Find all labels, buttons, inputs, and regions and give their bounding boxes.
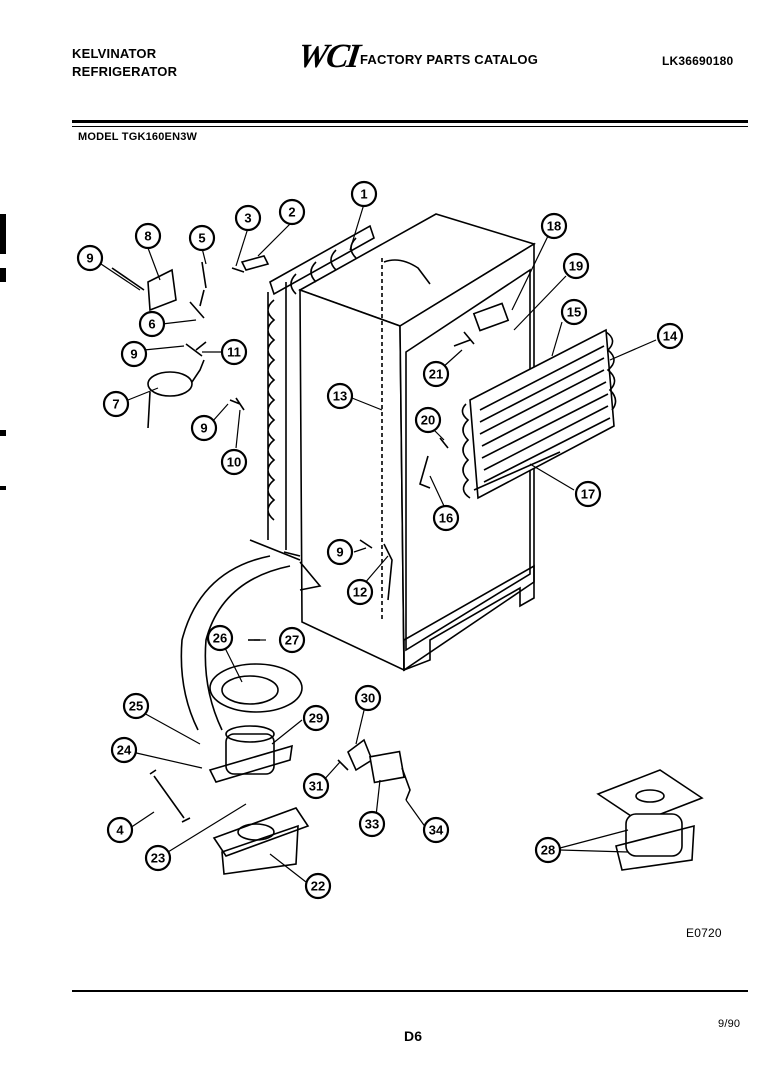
svg-text:13: 13 <box>333 389 347 404</box>
brand-line-1: KELVINATOR <box>72 46 157 61</box>
svg-text:24: 24 <box>117 743 132 758</box>
callout-15: 15 <box>560 298 588 326</box>
callout-21: 21 <box>422 360 450 388</box>
page-number: D6 <box>404 1028 423 1044</box>
callout-23: 23 <box>144 844 172 872</box>
callout-13: 13 <box>326 382 354 410</box>
svg-text:30: 30 <box>361 691 375 706</box>
callout-2: 2 <box>278 198 306 226</box>
svg-text:4: 4 <box>116 823 124 838</box>
footer-rule <box>72 990 748 992</box>
callout-7: 7 <box>102 390 130 418</box>
callout-9: 9 <box>120 340 148 368</box>
leader-lines <box>97 203 657 883</box>
svg-text:9: 9 <box>86 251 93 266</box>
svg-text:23: 23 <box>151 851 165 866</box>
svg-text:28: 28 <box>541 843 555 858</box>
callout-11: 11 <box>220 338 248 366</box>
callout-17: 17 <box>574 480 602 508</box>
callout-10: 10 <box>220 448 248 476</box>
svg-text:29: 29 <box>309 711 323 726</box>
callout-8: 8 <box>134 222 162 250</box>
callout-22: 22 <box>304 872 332 900</box>
brand-line-2: REFRIGERATOR <box>72 64 178 79</box>
svg-text:8: 8 <box>144 229 151 244</box>
callout-28: 28 <box>534 836 562 864</box>
svg-text:21: 21 <box>429 367 443 382</box>
condenser-coil-drawing <box>249 224 375 561</box>
callout-5: 5 <box>188 224 216 252</box>
callout-19: 19 <box>562 252 590 280</box>
svg-text:16: 16 <box>439 511 453 526</box>
compressor-assembly-drawing <box>596 769 704 871</box>
callout-4: 4 <box>106 816 134 844</box>
svg-text:19: 19 <box>569 259 583 274</box>
svg-text:12: 12 <box>353 585 367 600</box>
svg-text:25: 25 <box>129 699 143 714</box>
figure-code: E0720 <box>686 926 722 940</box>
header-rule-bottom <box>72 126 748 127</box>
svg-text:11: 11 <box>227 345 241 360</box>
callout-3: 3 <box>234 204 262 232</box>
svg-text:18: 18 <box>547 219 561 234</box>
catalog-number: LK36690180 <box>662 54 734 68</box>
svg-text:33: 33 <box>365 817 379 832</box>
callout-24: 24 <box>110 736 138 764</box>
svg-text:5: 5 <box>198 231 205 246</box>
svg-text:9: 9 <box>130 347 137 362</box>
callout-27: 27 <box>278 626 306 654</box>
callout-33: 33 <box>358 810 386 838</box>
svg-text:10: 10 <box>227 455 241 470</box>
margin-mark <box>0 268 6 282</box>
svg-text:17: 17 <box>581 487 595 502</box>
callout-12: 12 <box>346 578 374 606</box>
svg-text:15: 15 <box>567 305 581 320</box>
callout-9: 9 <box>326 538 354 566</box>
callout-34: 34 <box>422 816 450 844</box>
model-label: MODEL TGK160EN3W <box>78 131 198 143</box>
evaporator-drawing <box>461 328 617 500</box>
catalog-date: 9/90 <box>718 1018 741 1030</box>
callout-18: 18 <box>540 212 568 240</box>
callout-1: 1 <box>350 180 378 208</box>
svg-text:1: 1 <box>360 187 367 202</box>
callout-31: 31 <box>302 772 330 800</box>
callout-9: 9 <box>76 244 104 272</box>
callout-20: 20 <box>414 406 442 434</box>
svg-text:27: 27 <box>285 633 299 648</box>
svg-text:20: 20 <box>421 413 435 428</box>
svg-text:14: 14 <box>663 329 678 344</box>
catalog-title: FACTORY PARTS CATALOG <box>360 52 539 67</box>
compressor-drawing <box>149 555 411 875</box>
callout-29: 29 <box>302 704 330 732</box>
header-rule-top <box>72 120 748 123</box>
callout-25: 25 <box>122 692 150 720</box>
margin-mark <box>0 486 6 490</box>
svg-text:9: 9 <box>200 421 207 436</box>
svg-text:7: 7 <box>112 397 119 412</box>
margin-mark <box>0 214 6 254</box>
svg-text:34: 34 <box>429 823 444 838</box>
svg-text:3: 3 <box>244 211 251 226</box>
small-parts-drawing <box>111 255 510 601</box>
margin-mark <box>0 430 6 436</box>
callout-16: 16 <box>432 504 460 532</box>
svg-text:6: 6 <box>148 317 155 332</box>
callout-30: 30 <box>354 684 382 712</box>
svg-text:2: 2 <box>288 205 295 220</box>
cabinet-drawing <box>298 213 536 672</box>
svg-text:9: 9 <box>336 545 343 560</box>
callout-9: 9 <box>190 414 218 442</box>
svg-text:22: 22 <box>311 879 325 894</box>
callout-6: 6 <box>138 310 166 338</box>
svg-text:31: 31 <box>309 779 323 794</box>
callout-14: 14 <box>656 322 684 350</box>
callout-26: 26 <box>206 624 234 652</box>
svg-text:26: 26 <box>213 631 227 646</box>
